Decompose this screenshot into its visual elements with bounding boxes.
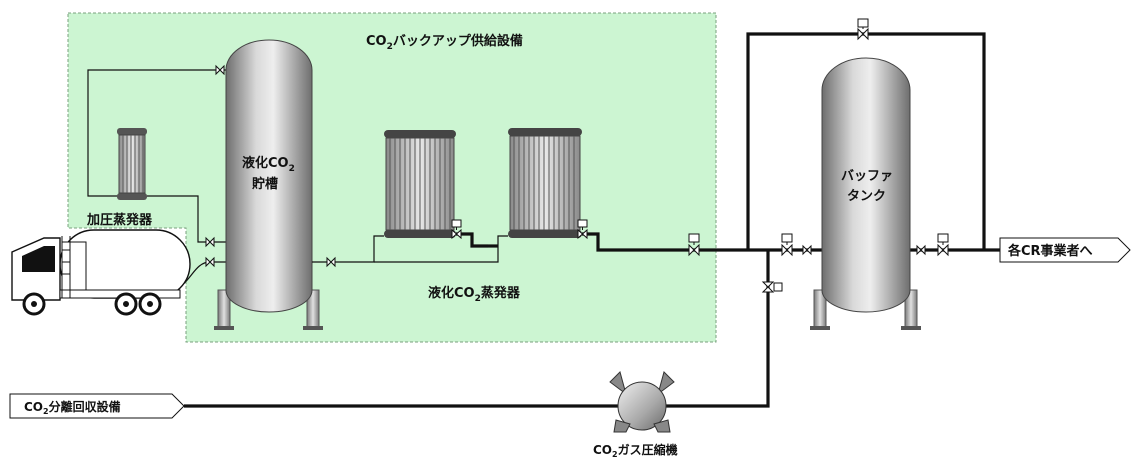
- storage-inlet-valve-upper: [205, 236, 215, 248]
- compressor-line-pipe: [184, 250, 770, 408]
- evaporator-2-outlet-valve: [577, 219, 588, 240]
- tank-truck: [11, 229, 191, 316]
- liquefied-evaporator-label: 液化CO2蒸発器: [428, 285, 521, 304]
- compressor-label: CO2ガス圧縮機: [593, 442, 678, 459]
- liquefied-co2-storage-tank: [214, 39, 323, 330]
- storage-tank-label-line1: 液化CO2: [242, 155, 295, 174]
- evaporator-1-outlet-valve: [451, 219, 462, 240]
- pressurizing-evaporator: [117, 128, 147, 200]
- buffer-inlet-valve: [802, 244, 812, 256]
- buffer-outlet-control-valve: [937, 233, 949, 257]
- co2-gas-compressor: [609, 371, 675, 433]
- storage-inlet-valve-lower: [205, 256, 215, 268]
- storage-top-valve: [215, 64, 225, 76]
- source-label: CO2分離回収設備: [24, 399, 121, 416]
- buffer-tank: [810, 57, 921, 330]
- co2-separation-source-box: [9, 393, 185, 419]
- liquefied-evaporator-1: [384, 130, 456, 238]
- storage-outlet-pipe: [312, 235, 508, 263]
- destination-label: 各CR事業者へ: [1007, 243, 1093, 259]
- buffer-tank-label-line1: バッファ: [841, 169, 893, 184]
- backup-supply-outlet-valve: [688, 233, 700, 257]
- storage-outlet-valve: [326, 256, 336, 268]
- storage-tank-label-line2: 貯槽: [252, 176, 278, 192]
- buffer-outlet-valve: [916, 244, 926, 256]
- evaporator-outlet-pipes: [456, 232, 1000, 252]
- buffer-inlet-control-valve: [781, 233, 793, 257]
- bypass-valve: [857, 18, 869, 41]
- buffer-tank-label-line2: タンク: [847, 189, 886, 204]
- destination-box: [999, 237, 1131, 263]
- backup-area-title: CO2バックアップ供給設備: [366, 33, 523, 52]
- compressor-discharge-valve: [761, 281, 783, 293]
- liquefied-evaporator-2: [508, 128, 582, 238]
- pressurizing-evaporator-label: 加圧蒸発器: [86, 212, 153, 228]
